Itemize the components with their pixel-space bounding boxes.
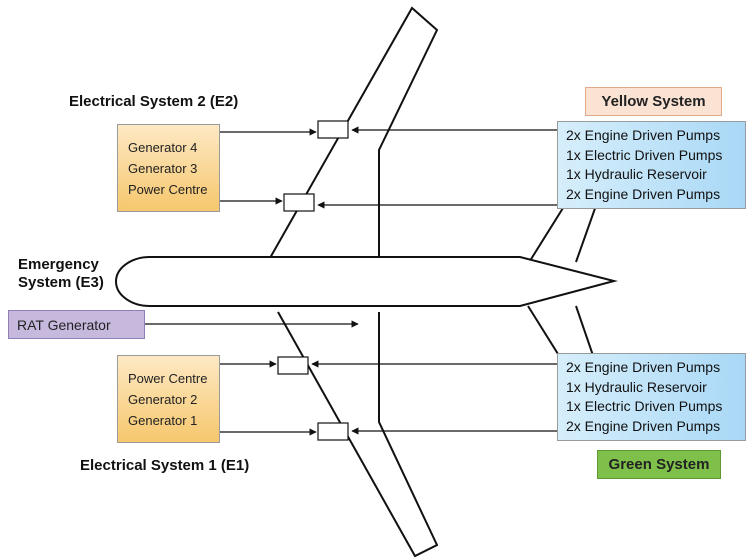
pump-item: 1x Electric Driven Pumps — [566, 398, 723, 414]
emergency-title-line: Emergency — [18, 256, 99, 273]
electrical-system-1-box: Power Centre Generator 2 Generator 1 — [117, 355, 220, 443]
gen-item: Generator 1 — [128, 413, 198, 428]
gen-item: Generator 3 — [128, 161, 198, 176]
pump-item: 1x Hydraulic Reservoir — [566, 166, 707, 182]
pump-item: 2x Engine Driven Pumps — [566, 185, 721, 202]
rat-generator-box: RAT Generator — [8, 310, 145, 339]
electrical-system-2-title: Electrical System 2 (E2) — [69, 93, 239, 110]
gen-item: Generator 4 — [128, 140, 198, 155]
pump-item: 1x Hydraulic Reservoir — [566, 378, 707, 395]
connector-block — [277, 356, 309, 375]
gen-item: Power Centre — [128, 371, 208, 386]
gen-item: Power Centre — [128, 182, 208, 197]
gen-item: Generator 2 — [128, 392, 198, 407]
green-system-label: Green System — [597, 450, 721, 479]
pump-item: 2x Engine Driven Pumps — [566, 417, 721, 434]
yellow-system-label: Yellow System — [585, 87, 722, 116]
connector-block — [317, 120, 349, 139]
yellow-system-box: 2x Engine Driven Pumps 1x Electric Drive… — [557, 121, 746, 209]
electrical-system-2-box: Generator 4 Generator 3 Power Centre — [117, 124, 220, 212]
pump-item: 2x Engine Driven Pumps — [566, 127, 721, 143]
pump-item: 1x Electric Driven Pumps — [566, 146, 723, 163]
emergency-system-title: Emergency System (E3) — [18, 256, 104, 292]
connector-block — [283, 193, 315, 212]
fuselage — [115, 256, 618, 307]
upper-tail — [527, 199, 600, 265]
emergency-title-line: System (E3) — [18, 274, 104, 291]
pump-item: 2x Engine Driven Pumps — [566, 359, 721, 375]
upper-wing — [269, 6, 439, 259]
lower-wing — [277, 311, 439, 558]
green-system-box: 2x Engine Driven Pumps 1x Hydraulic Rese… — [557, 353, 746, 441]
electrical-system-1-title: Electrical System 1 (E1) — [80, 457, 250, 474]
connector-block — [317, 422, 349, 441]
